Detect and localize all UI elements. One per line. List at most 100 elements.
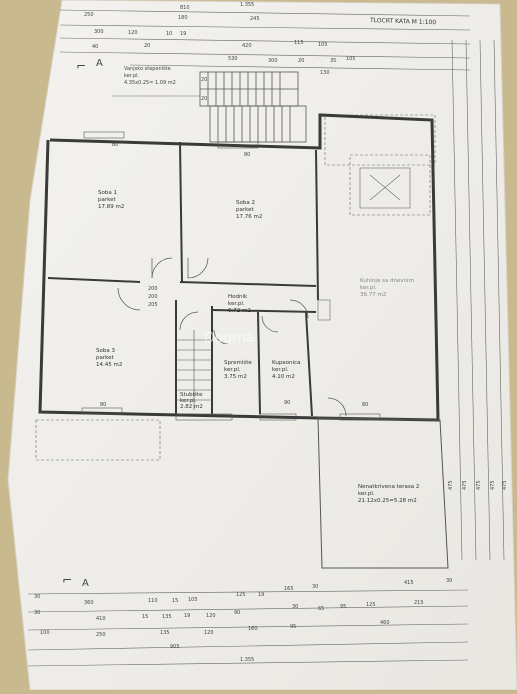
top-dimension-labels: 810 250 180 245 1.355 300 120 10 19 20 4…	[84, 2, 356, 76]
plan-title: TLOCRT KATA M 1:100	[369, 17, 436, 26]
window-labels: 80 80 80 80 90 205 200 200	[100, 142, 368, 408]
svg-text:ker.pl.: ker.pl.	[224, 367, 241, 373]
svg-text:15: 15	[172, 598, 178, 604]
room-kupaonica: Kupaonica ker.pl. 4.10 m2	[272, 360, 300, 380]
svg-text:20: 20	[144, 43, 150, 49]
svg-text:ker.pl.: ker.pl.	[228, 301, 245, 307]
svg-text:36.77 m2: 36.77 m2	[360, 292, 386, 298]
svg-text:parket: parket	[98, 197, 116, 203]
svg-text:215: 215	[414, 600, 424, 606]
room-hodnik: Hodnik ker.pl. 6.72 m2	[228, 294, 251, 314]
svg-text:Soba 1: Soba 1	[98, 190, 117, 196]
svg-text:410: 410	[96, 616, 106, 622]
svg-text:125: 125	[236, 592, 246, 598]
top-dimension-lines	[59, 9, 471, 97]
dashed-outline-top-right	[324, 114, 436, 216]
svg-text:475: 475	[490, 480, 496, 490]
svg-text:120: 120	[128, 30, 138, 36]
room-soba1: Soba 1 parket 17.89 m2	[98, 190, 124, 210]
svg-text:4.35x0.25= 1.09 m2: 4.35x0.25= 1.09 m2	[124, 80, 176, 86]
svg-text:parket: parket	[96, 355, 114, 361]
svg-text:95: 95	[290, 624, 296, 630]
svg-text:1.355: 1.355	[240, 2, 254, 8]
svg-text:40: 40	[92, 44, 98, 50]
svg-text:120: 120	[204, 630, 214, 636]
svg-text:17.89 m2: 17.89 m2	[98, 204, 124, 210]
svg-text:Nenatkrivena terasa 2: Nenatkrivena terasa 2	[358, 484, 419, 490]
svg-text:250: 250	[84, 12, 94, 18]
bottom-dimension-labels: 30 360 110 15 105 125 19 165 30 415 30 3…	[34, 578, 452, 663]
svg-text:Kupaonica: Kupaonica	[272, 360, 300, 366]
bottom-dimension-lines	[27, 589, 469, 667]
stair-dim-1: 20	[201, 77, 207, 83]
svg-text:475: 475	[448, 480, 454, 490]
section-marker-top: ⌐	[76, 59, 86, 73]
svg-text:6.72 m2: 6.72 m2	[228, 308, 251, 314]
svg-text:95: 95	[340, 604, 346, 610]
svg-text:Soba 2: Soba 2	[236, 200, 255, 206]
svg-text:110: 110	[148, 598, 158, 604]
svg-text:120: 120	[206, 613, 216, 619]
svg-text:ker.pl.: ker.pl.	[272, 367, 289, 373]
svg-text:1.355: 1.355	[240, 657, 254, 663]
svg-text:Kuhinja sa dnevnim: Kuhinja sa dnevnim	[360, 278, 414, 284]
svg-text:30: 30	[34, 594, 40, 600]
svg-text:2.82 m2: 2.82 m2	[180, 404, 203, 410]
svg-text:80: 80	[100, 402, 106, 408]
svg-text:200: 200	[148, 286, 158, 292]
svg-text:17.76 m2: 17.76 m2	[236, 214, 262, 220]
svg-text:300: 300	[268, 58, 278, 64]
room-soba2: Soba 2 parket 17.76 m2	[236, 200, 262, 220]
svg-text:ker.pl.: ker.pl.	[124, 73, 140, 79]
svg-text:Hodnik: Hodnik	[228, 294, 248, 300]
svg-text:245: 245	[250, 16, 260, 22]
svg-text:250: 250	[96, 632, 106, 638]
svg-text:460: 460	[380, 620, 390, 626]
svg-text:135: 135	[162, 614, 172, 620]
svg-text:360: 360	[84, 600, 94, 606]
label-vanjsko: Vanjsko stepenište ker.pl. 4.35x0.25= 1.…	[124, 65, 176, 86]
svg-text:100: 100	[40, 630, 50, 636]
stair-dim-2: 20	[201, 96, 207, 102]
watermark-text: Dogma	[204, 330, 254, 346]
svg-text:205: 205	[148, 302, 158, 308]
svg-text:10: 10	[166, 31, 172, 37]
svg-text:ker.pl.: ker.pl.	[360, 285, 377, 291]
svg-text:19: 19	[258, 592, 264, 598]
side-dimension-lines	[451, 39, 505, 561]
svg-text:19: 19	[180, 31, 186, 37]
svg-text:Soba 3: Soba 3	[96, 348, 115, 354]
kitchen-fixtures	[317, 167, 411, 321]
svg-text:4.10 m2: 4.10 m2	[272, 374, 295, 380]
svg-text:105: 105	[346, 56, 356, 62]
svg-text:125: 125	[366, 602, 376, 608]
svg-text:130: 130	[320, 70, 330, 76]
svg-text:415: 415	[404, 580, 414, 586]
svg-text:ker.pl.: ker.pl.	[180, 398, 197, 404]
svg-text:19: 19	[184, 613, 190, 619]
interior-stairs	[176, 330, 212, 410]
svg-text:300: 300	[94, 29, 104, 35]
svg-text:105: 105	[188, 597, 198, 603]
svg-text:3.75 m2: 3.75 m2	[224, 374, 247, 380]
windows	[81, 131, 381, 421]
svg-text:475: 475	[462, 480, 468, 490]
svg-text:35: 35	[330, 58, 336, 64]
svg-text:21.12x0.25=5.28 m2: 21.12x0.25=5.28 m2	[358, 498, 417, 504]
svg-text:Stubište: Stubište	[180, 391, 203, 398]
svg-text:80: 80	[112, 142, 118, 148]
svg-text:905: 905	[170, 644, 180, 650]
room-stubiste: Stubište ker.pl. 2.82 m2	[180, 391, 203, 410]
svg-text:810: 810	[180, 5, 190, 11]
svg-text:30: 30	[292, 604, 298, 610]
svg-text:80: 80	[362, 402, 368, 408]
svg-text:ker.pl.: ker.pl.	[358, 491, 375, 497]
svg-text:160: 160	[248, 626, 258, 632]
svg-text:90: 90	[234, 610, 240, 616]
door-swings	[117, 257, 347, 417]
svg-text:14.45 m2: 14.45 m2	[96, 362, 122, 368]
room-soba3: Soba 3 parket 14.45 m2	[96, 348, 122, 368]
svg-text:15: 15	[142, 614, 148, 620]
